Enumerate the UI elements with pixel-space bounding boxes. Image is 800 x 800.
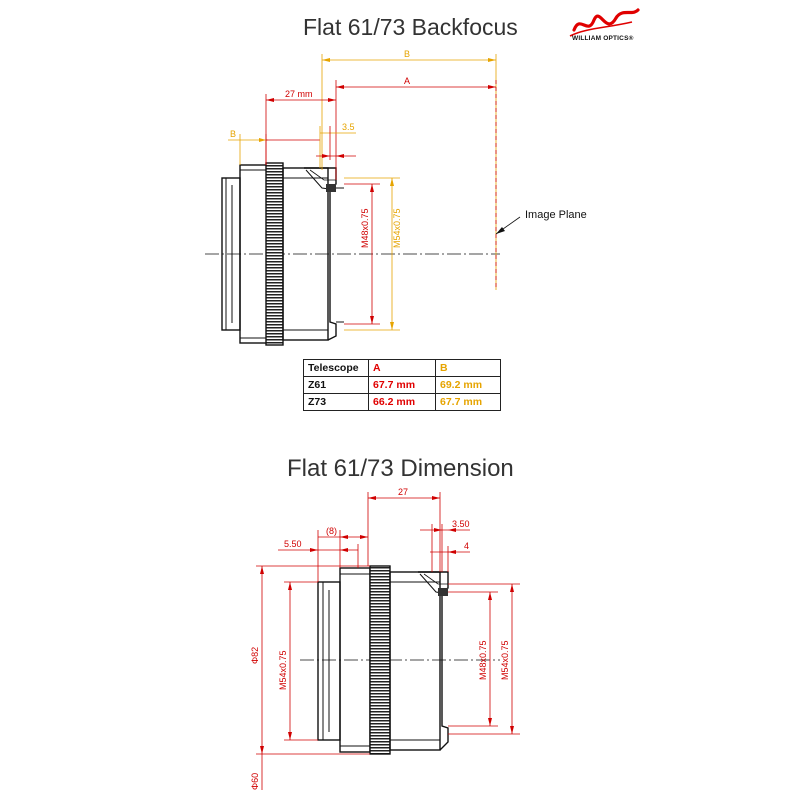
table-cell: 67.7 mm — [368, 376, 436, 394]
william-optics-logo-icon — [569, 8, 640, 37]
dim-27mm: 27 mm — [285, 89, 313, 99]
table-cell: 69.2 mm — [435, 376, 501, 394]
dim-m48: M48x0.75 — [360, 208, 370, 248]
dim-b-top: B — [404, 49, 410, 59]
logo-text: WILLIAM OPTICS® — [572, 35, 634, 42]
backfocus-table: Telescope A B Z61 67.7 mm 69.2 mm Z73 66… — [303, 359, 501, 411]
dimension-title: Flat 61/73 Dimension — [287, 455, 514, 482]
dim-m48: M48x0.75 — [478, 640, 488, 680]
table-cell: Z73 — [303, 393, 369, 411]
table-header-cell: B — [435, 359, 501, 377]
table-header-cell: Telescope — [303, 359, 369, 377]
dim-b-small: B — [230, 129, 236, 139]
dim-4: 4 — [464, 541, 469, 551]
table-cell: 67.7 mm — [435, 393, 501, 411]
dim-phi60: Φ60 — [250, 773, 260, 790]
dimension-drawing — [300, 565, 500, 755]
backfocus-dimensions — [228, 54, 521, 331]
dim-m54-right: M54x0.75 — [500, 640, 510, 680]
table-row: Z61 67.7 mm 69.2 mm — [303, 376, 501, 394]
table-header-cell: A — [368, 359, 436, 377]
image-plane-label: Image Plane — [525, 209, 587, 221]
dim-27: 27 — [398, 487, 408, 497]
dim-3-5: 3.5 — [342, 122, 355, 132]
dim-phi82: Φ82 — [250, 647, 260, 664]
knurled-ring — [265, 162, 284, 346]
dim-8: (8) — [326, 526, 337, 536]
dim-a: A — [404, 76, 410, 86]
backfocus-title: Flat 61/73 Backfocus — [303, 14, 518, 40]
dim-5-50: 5.50 — [284, 539, 302, 549]
table-cell: 66.2 mm — [368, 393, 436, 411]
dim-m54-left: M54x0.75 — [278, 650, 288, 690]
dim-m54: M54x0.75 — [392, 208, 402, 248]
dimension-lines — [256, 492, 520, 790]
table-cell: Z61 — [303, 376, 369, 394]
table-header-row: Telescope A B — [303, 359, 501, 377]
backfocus-drawing — [205, 162, 500, 346]
dim-3-50: 3.50 — [452, 519, 470, 529]
table-row: Z73 66.2 mm 67.7 mm — [303, 393, 501, 411]
